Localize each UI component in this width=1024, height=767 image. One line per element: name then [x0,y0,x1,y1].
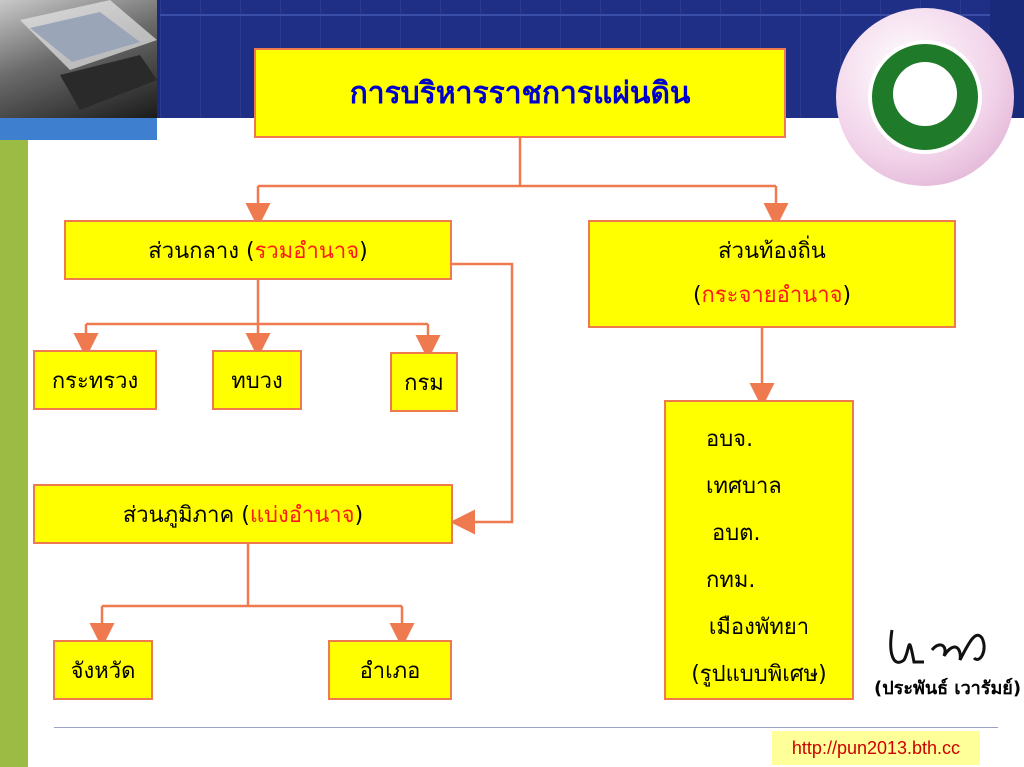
local-child-item: อบจ. [706,427,754,452]
page-title: การบริหารราชการแผ่นดิน [349,75,691,111]
local-label: ส่วนท้องถิ่น [718,239,826,264]
local-close: ) [842,283,852,308]
central-child-label: กระทรวง [51,368,139,394]
central-box: ส่วนกลาง (รวมอำนาจ) [64,220,452,280]
central-child-label: กรม [404,370,444,396]
regional-box: ส่วนภูมิภาค (แบ่งอำนาจ) [33,484,453,544]
central-label-text: ส่วนกลาง ( [148,238,255,264]
regional-label-text: ส่วนภูมิภาค ( [122,502,250,528]
local-children-box: อบจ. เทศบาล อบต. กทม. เมืองพัทยา (รูปแบบ… [664,400,854,700]
left-green-stripe [0,140,28,767]
footer-url-text[interactable]: http://pun2013.bth.cc [791,737,961,758]
regional-label: ส่วนภูมิภาค (แบ่งอำนาจ) [123,497,363,532]
local-child-item: เทศบาล [706,474,782,499]
regional-highlight: แบ่งอำนาจ [249,502,355,528]
signature-name: (ประพันธ์ เวารัมย์) [874,678,1022,699]
left-accent-block [0,118,157,140]
local-open: ( [692,283,702,308]
title-box: การบริหารราชการแผ่นดิน [254,48,786,138]
local-child-item: อบต. [712,521,761,546]
central-highlight: รวมอำนาจ [254,238,360,264]
central-child-tabuang: ทบวง [212,350,302,410]
local-highlight-line: (กระจายอำนาจ) [693,274,851,318]
regional-child-province: จังหวัด [53,640,153,700]
central-child-ministry: กระทรวง [33,350,157,410]
local-child-item: เมืองพัทยา [708,615,810,640]
header-line [160,14,1000,16]
seal-emblem [893,62,957,126]
handwritten-signature [889,629,986,664]
footer-divider [54,727,998,728]
central-label: ส่วนกลาง (รวมอำนาจ) [148,233,367,268]
regional-child-label: จังหวัด [70,658,136,684]
local-child-item: (รูปแบบพิเศษ) [691,662,827,687]
central-child-label: ทบวง [231,368,283,394]
central-close: ) [359,238,368,264]
regional-close: ) [354,502,364,528]
local-box: ส่วนท้องถิ่น (กระจายอำนาจ) [588,220,956,328]
computer-monitor-image [0,0,157,118]
footer-url[interactable]: http://pun2013.bth.cc [772,731,980,765]
regional-child-district: อำเภอ [328,640,452,700]
local-highlight: กระจายอำนาจ [701,283,843,308]
central-child-department: กรม [390,352,458,412]
local-child-item: กทม. [706,568,756,593]
regional-child-label: อำเภอ [359,658,421,684]
